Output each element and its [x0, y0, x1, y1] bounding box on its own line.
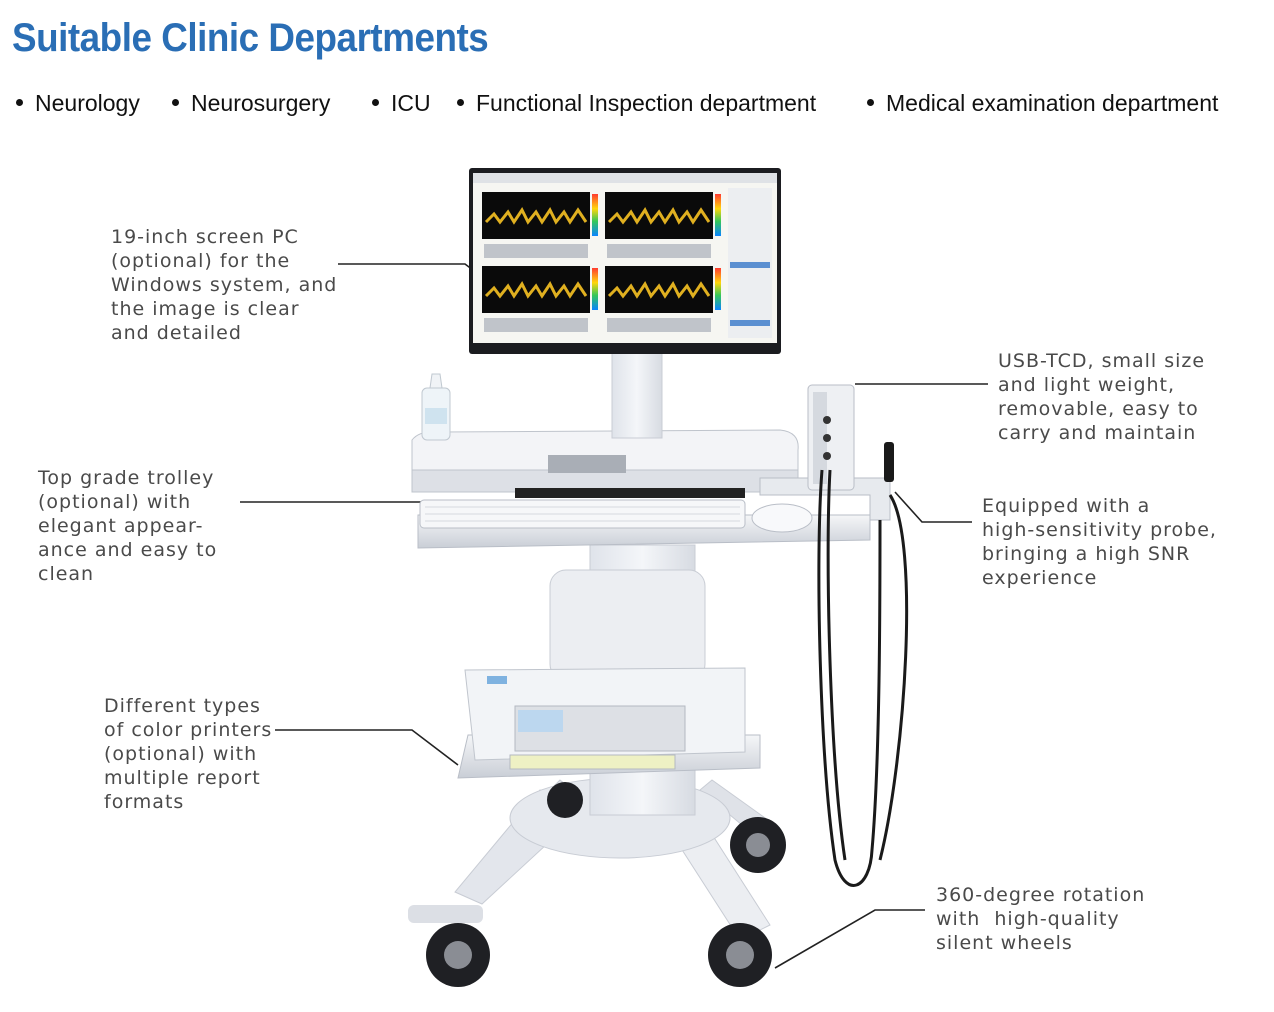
wheel: [547, 782, 583, 818]
callout-wheels: 360-degree rotation with high-quality si…: [936, 884, 1146, 954]
leader-line-wheels: [774, 909, 925, 969]
trolley-base: [408, 777, 786, 987]
leader-lines: [240, 263, 988, 969]
department-label: ICU: [391, 90, 431, 116]
wheel: [730, 817, 786, 873]
department-label: Functional Inspection department: [476, 90, 817, 116]
probe-cable: [817, 469, 909, 887]
usb-tcd-device: [759, 384, 891, 521]
probe-icon: [884, 442, 894, 482]
monitor: [469, 168, 781, 354]
waveform-panel: [482, 266, 598, 313]
callout-screen: 19-inch screen PC (optional) for the Win…: [111, 226, 338, 344]
waveform-panel: [482, 192, 598, 239]
waveform-panel: [605, 192, 721, 239]
desk-panel: [548, 455, 626, 473]
callout-trolley: Top grade trolley (optional) with elegan…: [38, 467, 218, 585]
department-label: Neurosurgery: [191, 90, 331, 116]
department-item-medical-examination: Medical examination department: [867, 90, 1218, 117]
leader-line-probe: [894, 491, 972, 523]
callout-printer: Different types of color printers (optio…: [104, 695, 273, 813]
leader-line-printer: [275, 729, 459, 766]
department-label: Medical examination department: [886, 90, 1219, 116]
bullet-icon: [457, 99, 464, 107]
bullet-icon: [867, 99, 874, 107]
department-item-neurosurgery: Neurosurgery: [172, 90, 330, 117]
mouse: [751, 503, 813, 533]
department-item-neurology: Neurology: [16, 90, 140, 117]
waveform-panel: [605, 266, 721, 313]
wheel: [708, 923, 772, 987]
department-item-functional-inspection: Functional Inspection department: [457, 90, 816, 117]
trolley-desk: [411, 429, 799, 479]
gel-bottle-icon: [421, 373, 451, 441]
department-label: Neurology: [35, 90, 140, 116]
bullet-icon: [172, 99, 179, 107]
printer: [464, 569, 746, 770]
wheel: [408, 905, 490, 987]
callout-usb-tcd: USB-TCD, small size and light weight, re…: [998, 350, 1206, 444]
department-item-icu: ICU: [372, 90, 431, 117]
bullet-icon: [16, 99, 23, 107]
bullet-icon: [372, 99, 379, 107]
callout-probe: Equipped with a high-sensitivity probe, …: [982, 495, 1217, 589]
monitor-stand: [611, 347, 663, 439]
page-title: Suitable Clinic Departments: [12, 16, 489, 60]
